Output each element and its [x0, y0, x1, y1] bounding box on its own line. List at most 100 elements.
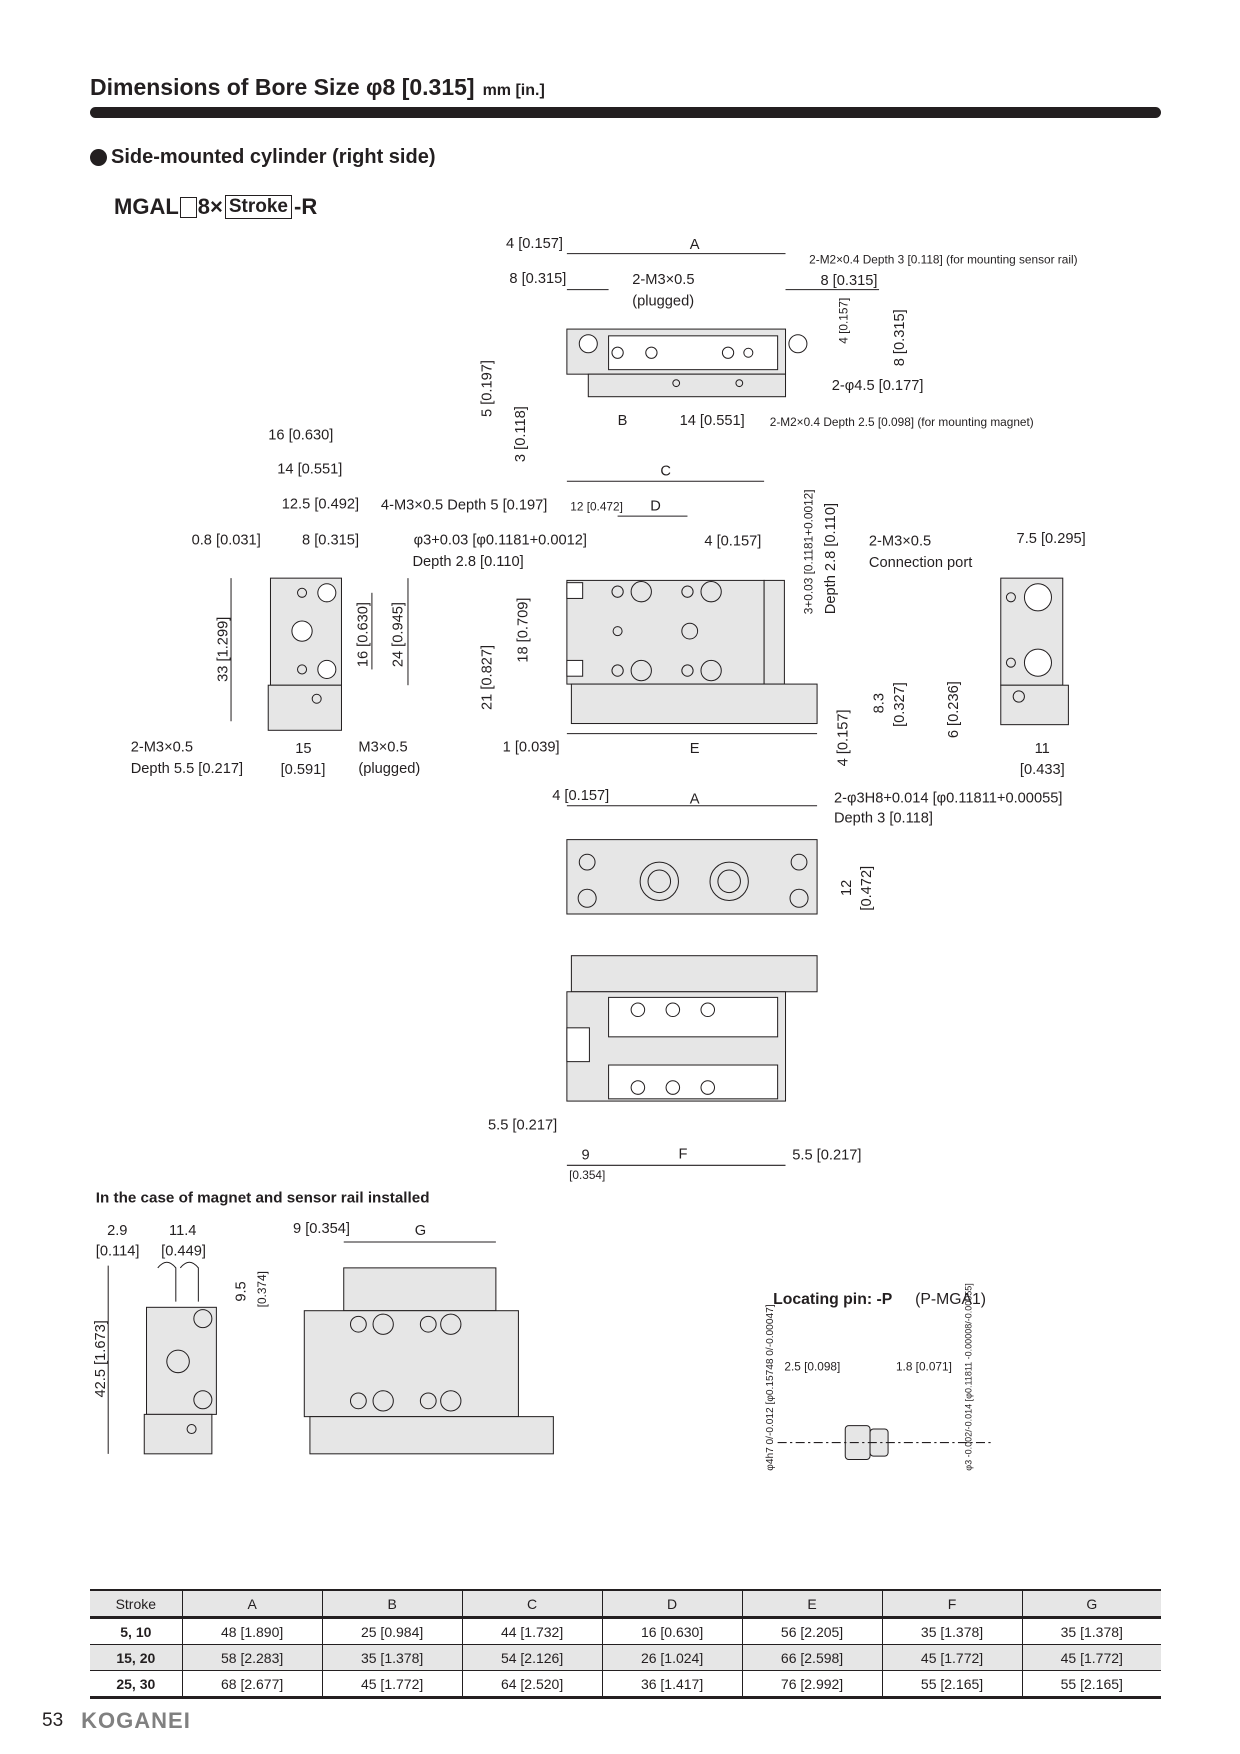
dimension-cell: 58 [2.283]: [181, 1644, 323, 1671]
dim-label: 8 [0.315]: [820, 273, 877, 289]
dim-label: 7.5 [0.295]: [1017, 531, 1086, 547]
page-title: Dimensions of Bore Size φ8 [0.315] mm [in…: [90, 74, 545, 101]
dim-label: A: [690, 792, 700, 808]
dim-label: 33 [1.299]: [216, 617, 232, 682]
dim-label: [0.591]: [281, 762, 326, 778]
title-text: Dimensions of Bore Size φ8 [0.315]: [90, 74, 475, 100]
dim-label: [0.472]: [859, 866, 875, 911]
dim-label: E: [690, 741, 700, 757]
dimension-cell: 26 [1.024]: [601, 1644, 743, 1671]
dimension-cell: 45 [1.772]: [1021, 1644, 1161, 1671]
dim-label: 2-M3×0.5: [131, 740, 193, 756]
dim-label: Depth 2.8 [0.110]: [823, 503, 839, 614]
dim-label: 4-M3×0.5 Depth 5 [0.197]: [381, 497, 547, 513]
column-header: C: [461, 1589, 603, 1619]
dim-label: φ3 -0.002/-0.014 [φ0.11811 -0.00008/-0.0…: [963, 1283, 973, 1470]
dim-label: 9: [582, 1148, 590, 1164]
dimension-cell: 66 [2.598]: [741, 1644, 883, 1671]
dimension-cell: 68 [2.677]: [181, 1670, 323, 1699]
bottom-view-drawing: [566, 805, 818, 915]
dim-label: 21 [0.827]: [479, 645, 495, 710]
unit-label: mm [in.]: [482, 82, 545, 99]
dim-label: D: [650, 499, 661, 515]
dimension-cell: 45 [1.772]: [881, 1644, 1023, 1671]
model-stroke: Stroke: [224, 195, 292, 219]
dimension-cell: 35 [1.378]: [881, 1617, 1023, 1645]
column-header: B: [321, 1589, 463, 1619]
dim-label: Depth 2.8 [0.110]: [412, 554, 523, 570]
dim-label: 14 [0.551]: [680, 413, 745, 429]
dim-label: Depth 5.5 [0.217]: [131, 761, 243, 777]
dimension-cell: 16 [0.630]: [601, 1617, 743, 1645]
dim-label: [0.327]: [892, 682, 908, 727]
title-divider: [90, 107, 1161, 118]
dim-label: 5.5 [0.217]: [792, 1148, 861, 1164]
dimension-cell: 54 [2.126]: [461, 1644, 603, 1671]
stroke-cell: 15, 20: [90, 1644, 183, 1671]
dim-label: 15: [295, 741, 311, 757]
dimension-cell: 76 [2.992]: [741, 1670, 883, 1699]
top-view-drawing: [566, 253, 880, 398]
dim-label: 24 [0.945]: [390, 602, 406, 667]
locating-pin-drawing: [777, 1425, 992, 1460]
locating-pin-labels: Locating pin: -P (P-MGA1) 2.5 [0.098] 1.…: [765, 1283, 986, 1470]
dimension-cell: 64 [2.520]: [461, 1670, 603, 1699]
pin-code: (P-MGA1): [915, 1291, 986, 1308]
dim-label: 12: [839, 880, 855, 896]
section-title: Side-mounted cylinder (right side): [111, 146, 436, 168]
dim-label: G: [415, 1223, 426, 1239]
brand-logo: KOGANEI: [81, 1708, 191, 1733]
dimension-cell: 56 [2.205]: [741, 1617, 883, 1645]
dimension-cell: 36 [1.417]: [601, 1670, 743, 1699]
dimension-cell: 48 [1.890]: [181, 1617, 323, 1645]
model-prefix: MGAL: [114, 194, 179, 219]
bullet-icon: [90, 149, 107, 166]
dim-label: [0.374]: [255, 1271, 269, 1307]
dim-label: 11: [1035, 741, 1050, 757]
dim-label: 14 [0.551]: [277, 461, 342, 477]
dimension-cell: 25 [0.984]: [321, 1617, 463, 1645]
option-box: [179, 196, 197, 218]
dim-label: 16 [0.630]: [355, 602, 371, 667]
dim-label: 3+0.03 [0.1181+0.0012]: [802, 489, 816, 614]
dim-label: 1 [0.039]: [503, 740, 560, 756]
column-header: Stroke: [90, 1589, 183, 1619]
dim-label: 4 [0.157]: [506, 236, 563, 252]
magnet-views-drawing: [107, 1241, 554, 1455]
dim-label: [0.114]: [96, 1243, 140, 1259]
dim-label: 2-M2×0.4 Depth 2.5 [0.098] (for mounting…: [770, 415, 1034, 429]
dim-label: [0.354]: [569, 1168, 605, 1182]
dim-label: [0.449]: [161, 1243, 206, 1259]
column-header: G: [1021, 1589, 1161, 1619]
stroke-cell: 25, 30: [90, 1670, 183, 1699]
dim-label: 4 [0.157]: [552, 788, 609, 804]
page-number: 53: [42, 1710, 64, 1731]
dim-label: 8 [0.315]: [302, 532, 359, 548]
dim-label: 2-φ4.5 [0.177]: [832, 378, 924, 394]
dim-label: M3×0.5: [358, 740, 407, 756]
dimension-cell: 55 [2.165]: [1021, 1670, 1161, 1699]
stroke-cell: 5, 10: [90, 1617, 183, 1645]
dimension-cell: 35 [1.378]: [321, 1644, 463, 1671]
bottom-view-labels: 4 [0.157] A 2-φ3H8+0.014 [φ0.11811+0.000…: [552, 788, 1062, 910]
dim-label: 9 [0.354]: [293, 1221, 350, 1237]
dim-label: 12.5 [0.492]: [282, 496, 359, 512]
dimension-cell: 44 [1.732]: [461, 1617, 603, 1645]
dim-label: 12 [0.472]: [570, 500, 623, 514]
dim-label: 2.5 [0.098]: [784, 1359, 840, 1373]
dim-label: (plugged): [632, 293, 694, 309]
model-suffix: -R: [294, 194, 318, 219]
dim-label: φ3+0.03 [φ0.1181+0.0012]: [414, 532, 587, 548]
dim-label: 8.3: [872, 693, 888, 713]
dim-label: A: [690, 237, 700, 253]
dimension-cell: 55 [2.165]: [881, 1670, 1023, 1699]
dim-label: 2-M3×0.5: [869, 533, 931, 549]
right-view-labels: 2-M3×0.5 Connection port 7.5 [0.295] 6 […: [869, 531, 1086, 778]
dim-label: 6 [0.236]: [946, 681, 962, 738]
dim-label: 2-φ3H8+0.014 [φ0.11811+0.00055]: [834, 790, 1062, 806]
